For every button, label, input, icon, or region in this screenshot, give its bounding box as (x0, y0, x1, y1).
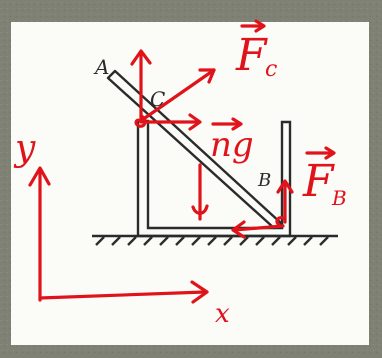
label-point-c: C (150, 87, 165, 111)
x-axis (38, 290, 207, 300)
label-point-a: A (93, 55, 109, 79)
label-force-c: F (235, 30, 268, 81)
label-force-b-sub: B (331, 186, 347, 210)
label-force-c-sub: c (265, 57, 277, 82)
label-force-b: F (302, 156, 335, 207)
slanted-rod (106, 69, 284, 230)
force-annotations (28, 19, 336, 304)
label-axis-y: y (13, 128, 36, 169)
label-point-b: B (257, 170, 271, 191)
force-arrow-diagonal-at-c (140, 68, 216, 122)
support-frame (136, 119, 292, 238)
label-weight: ng (210, 125, 254, 165)
label-axis-x: x (215, 299, 230, 329)
force-arrow-left-at-b (232, 224, 285, 232)
